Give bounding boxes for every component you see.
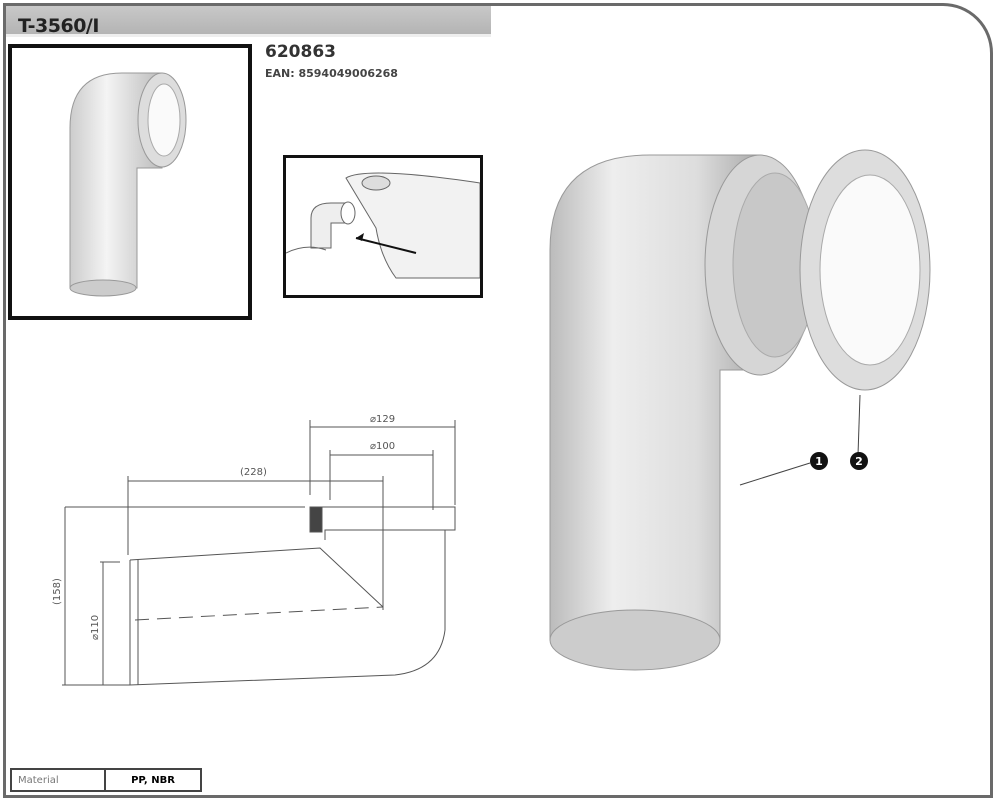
product-title: T-3560/I — [18, 15, 99, 37]
dim-d110: ⌀110 — [90, 615, 101, 640]
callout-1: 1 — [810, 452, 828, 470]
dim-length: (228) — [240, 467, 267, 478]
material-table: Material PP, NBR — [10, 768, 202, 792]
installation-illustration — [283, 155, 483, 298]
technical-drawing: ⌀129 ⌀100 (228) (158) ⌀110 — [52, 414, 456, 686]
callout-2: 2 — [850, 452, 868, 470]
installation-image — [286, 172, 480, 279]
material-value: PP, NBR — [131, 774, 175, 786]
title-bar: T-3560/I — [6, 6, 491, 37]
product-code: 620863 — [265, 42, 336, 62]
elbow-thumbnail-image — [69, 72, 187, 297]
material-label: Material — [12, 770, 106, 790]
product-thumbnail — [8, 44, 252, 320]
dim-d129: ⌀129 — [370, 414, 395, 425]
sheet-frame — [3, 3, 993, 798]
dim-d100: ⌀100 — [370, 441, 395, 452]
ean-code: EAN: 8594049006268 — [265, 67, 398, 80]
elbow-main-image — [549, 149, 931, 671]
dim-height: (158) — [52, 578, 63, 605]
